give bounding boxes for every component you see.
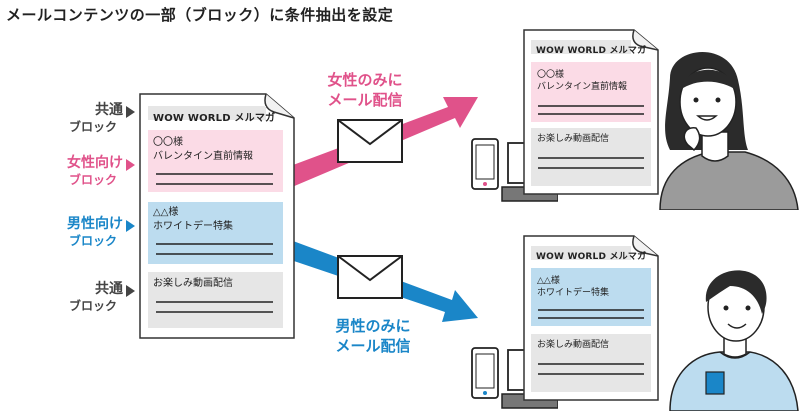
- side-label-line1: 共通: [95, 102, 123, 118]
- side-label-common-bottom: 共通 ブロック: [3, 281, 123, 315]
- female-delivery-label: 女性のみに メール配信: [310, 70, 420, 110]
- male-recipient-document: [523, 235, 659, 401]
- man-illustration: [669, 270, 799, 411]
- female-doc-name: 〇〇様: [537, 70, 565, 80]
- male-delivery-label: 男性のみに メール配信: [318, 316, 428, 356]
- side-label-common-top: 共通 ブロック: [3, 102, 123, 136]
- pointer-triangle-icon: [126, 285, 135, 297]
- male-doc-name: △△様: [537, 276, 560, 286]
- female-block-name: 〇〇様: [153, 137, 183, 148]
- delivery-line2: メール配信: [335, 337, 411, 355]
- male-block-subject: ホワイトデー特集: [153, 221, 233, 232]
- page-title: メールコンテンツの一部（ブロック）に条件抽出を設定: [6, 6, 394, 24]
- side-label-line2: ブロック: [68, 299, 117, 313]
- delivery-line1: 男性のみに: [335, 317, 411, 335]
- delivery-line2: メール配信: [327, 91, 403, 109]
- male-doc-subject: ホワイトデー特集: [537, 288, 610, 298]
- envelope-icon: [337, 119, 403, 163]
- female-block-subject: バレンタイン直前情報: [153, 151, 253, 162]
- source-doc-header: WOW WORLD メルマガ: [153, 113, 276, 124]
- side-label-line1: 共通: [95, 281, 123, 297]
- female-doc-subject: バレンタイン直前情報: [537, 82, 628, 92]
- envelope-icon: [337, 255, 403, 299]
- male-doc-common: お楽しみ動画配信: [537, 340, 610, 350]
- source-document: [139, 93, 295, 339]
- smartphone-icon: [471, 138, 499, 190]
- female-block: [148, 130, 283, 192]
- male-block-name: △△様: [153, 207, 179, 218]
- side-label-line2: ブロック: [68, 120, 117, 134]
- pointer-triangle-icon: [126, 159, 135, 171]
- side-label-line1: 女性向け: [67, 155, 123, 171]
- common-block-subject: お楽しみ動画配信: [153, 278, 233, 289]
- common-block: [148, 272, 283, 328]
- side-label-female: 女性向け ブロック: [3, 155, 123, 189]
- smartphone-icon: [471, 347, 499, 399]
- female-recipient-document: [523, 29, 659, 195]
- side-label-line2: ブロック: [68, 234, 117, 248]
- female-doc-header: WOW WORLD メルマガ: [536, 46, 647, 56]
- delivery-line1: 女性のみに: [327, 71, 403, 89]
- side-label-line1: 男性向け: [67, 216, 123, 232]
- male-doc-header: WOW WORLD メルマガ: [536, 252, 647, 262]
- side-label-line2: ブロック: [68, 173, 117, 187]
- pointer-triangle-icon: [126, 220, 135, 232]
- pointer-triangle-icon: [126, 106, 135, 118]
- side-label-male: 男性向け ブロック: [3, 216, 123, 250]
- female-doc-common: お楽しみ動画配信: [537, 134, 610, 144]
- woman-illustration: [659, 51, 799, 210]
